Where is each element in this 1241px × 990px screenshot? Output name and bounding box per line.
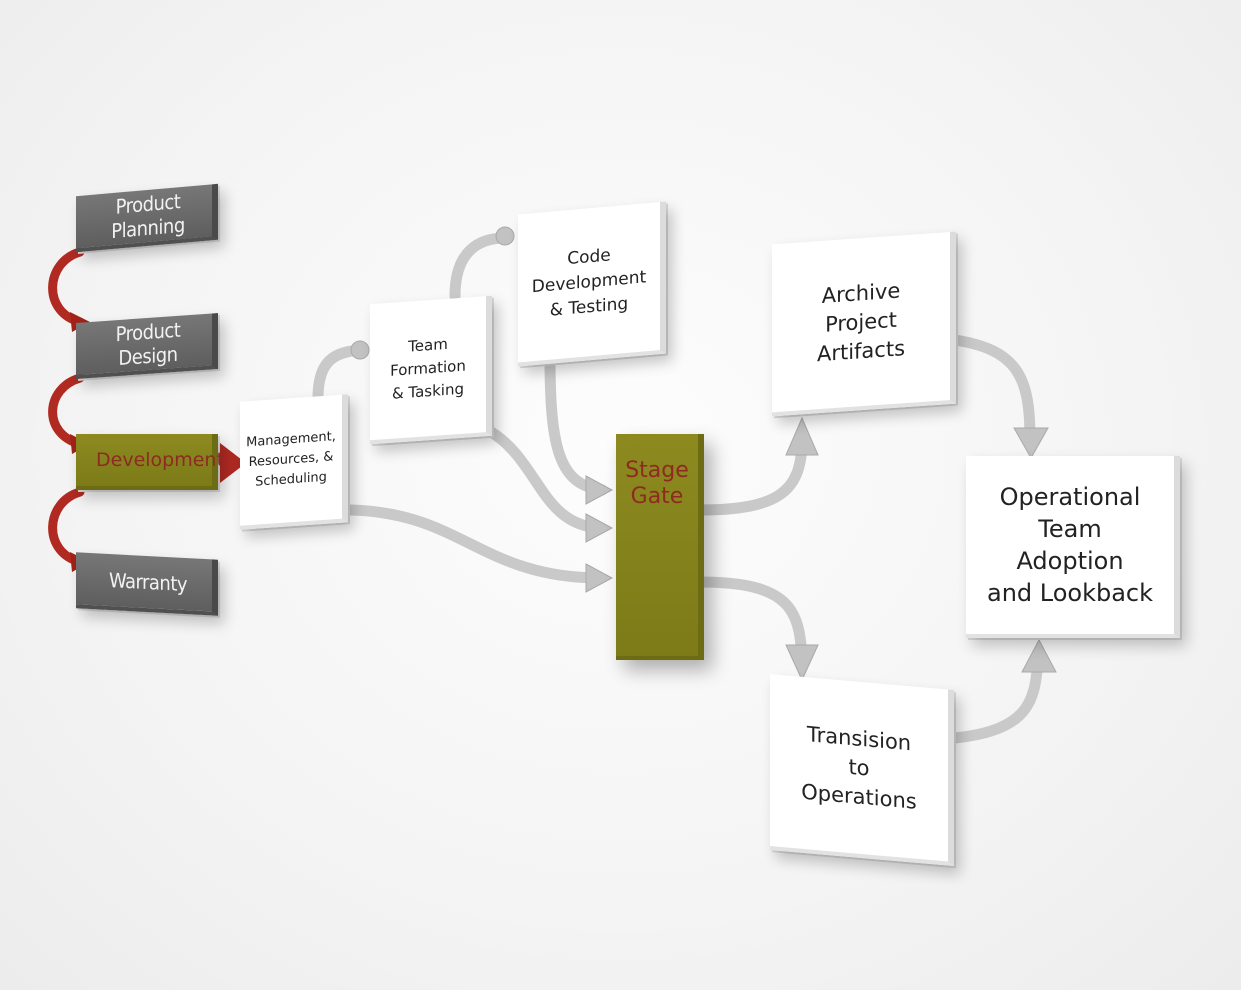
arrowhead-gate-2 bbox=[585, 513, 614, 543]
node-label: Stage Gate bbox=[625, 458, 689, 509]
connector-archive-to-operational bbox=[949, 334, 1036, 446]
connector-management-to-gate bbox=[339, 504, 606, 584]
port-team-top bbox=[350, 340, 370, 360]
connector-gate-to-archive bbox=[694, 439, 808, 516]
step-label: Product Design bbox=[115, 317, 181, 370]
node-label: Team Formation & Tasking bbox=[390, 334, 466, 403]
connector-gate-to-transition bbox=[694, 576, 808, 666]
arrowhead-gate-1 bbox=[585, 475, 614, 505]
arrowhead-operational-top bbox=[1013, 427, 1049, 460]
step-product-design[interactable]: Product Design bbox=[76, 313, 218, 379]
development-pointer-head bbox=[220, 443, 246, 483]
step-development[interactable]: Development bbox=[76, 434, 224, 490]
node-label: Transision to Operations bbox=[801, 721, 917, 814]
arrowhead-archive bbox=[785, 416, 819, 456]
cycle-arrow-development-to-warranty bbox=[48, 487, 85, 567]
node-label: Archive Project Artifacts bbox=[816, 277, 906, 366]
node-stage-gate[interactable]: Stage Gate bbox=[616, 434, 704, 660]
connector-transition-to-operational bbox=[949, 654, 1044, 744]
cycle-arrow-planning-to-design bbox=[48, 247, 85, 327]
step-label: Product Planning bbox=[111, 189, 185, 244]
cycle-arrow-design-to-development bbox=[48, 373, 85, 449]
arrowhead-operational-bottom bbox=[1021, 638, 1057, 673]
connector-team-to-code bbox=[449, 232, 511, 302]
node-label: Operational Team Adoption and Lookback bbox=[986, 483, 1154, 607]
node-operational-team-adoption[interactable]: Operational Team Adoption and Lookback bbox=[966, 456, 1180, 638]
arrowhead-transition bbox=[785, 644, 819, 682]
arrowhead-gate-3 bbox=[585, 563, 614, 593]
port-code-top bbox=[495, 226, 515, 246]
node-management-resources-scheduling[interactable]: Management, Resources, & Scheduling bbox=[240, 394, 348, 530]
node-archive-project-artifacts[interactable]: Archive Project Artifacts bbox=[772, 231, 956, 417]
connector-code-to-gate bbox=[544, 352, 608, 496]
connector-team-to-gate bbox=[482, 424, 606, 534]
step-warranty[interactable]: Warranty bbox=[76, 552, 218, 616]
node-label: Code Development & Testing bbox=[531, 244, 647, 321]
connector-management-to-team bbox=[312, 344, 366, 404]
step-label: Warranty bbox=[108, 568, 188, 597]
node-transition-to-operations[interactable]: Transision to Operations bbox=[770, 673, 954, 867]
step-label: Development bbox=[96, 449, 224, 471]
node-team-formation-tasking[interactable]: Team Formation & Tasking bbox=[370, 295, 492, 445]
node-label: Management, Resources, & Scheduling bbox=[246, 429, 336, 490]
node-code-development-testing[interactable]: Code Development & Testing bbox=[518, 201, 666, 367]
